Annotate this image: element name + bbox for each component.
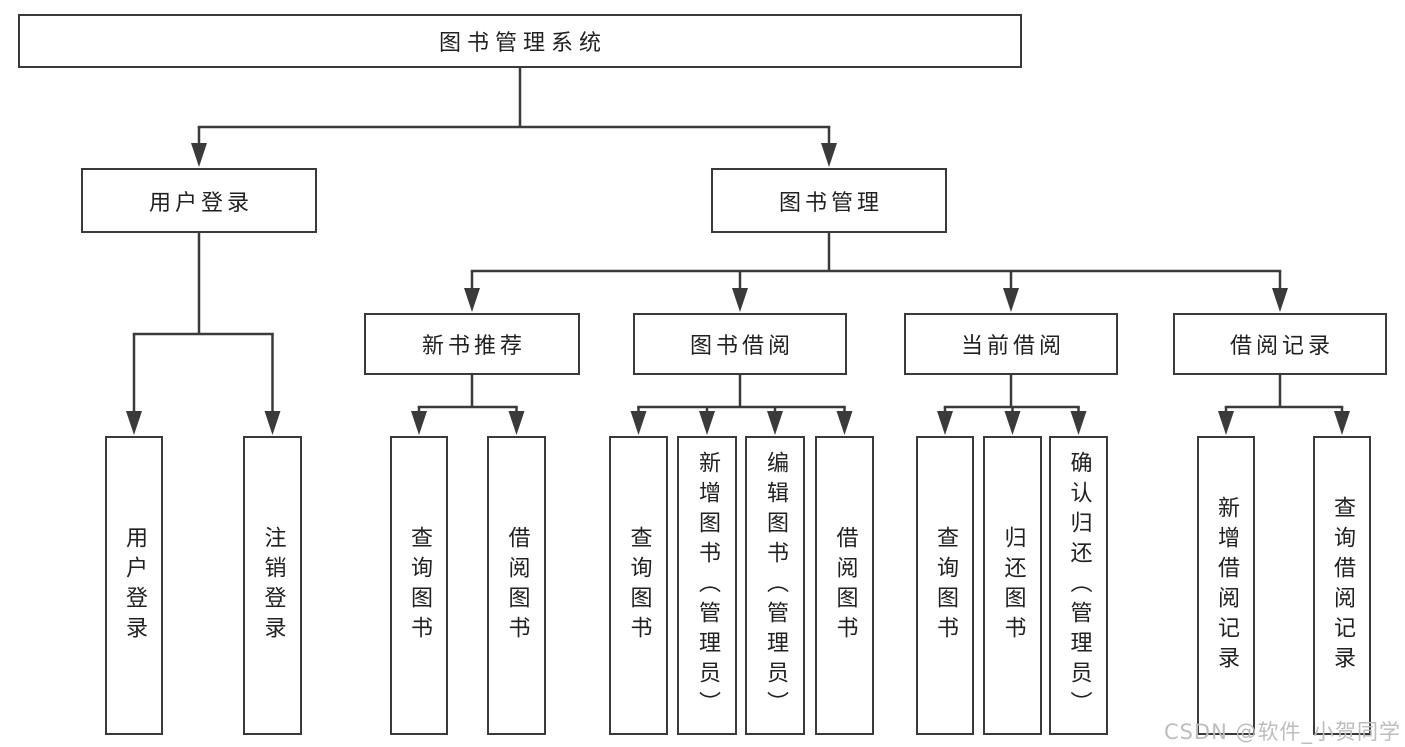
leaf-add-borrow-record: 新增借阅记录 [1197,436,1255,735]
node-book-management-label: 图书管理 [778,190,883,216]
leaf-return-book: 归还图书 [983,436,1042,735]
node-user-login-label: 用户登录 [148,190,253,216]
leaf-label: 查询图书 [626,525,652,646]
node-book-management: 图书管理 [711,168,947,233]
leaf-user-login: 用户登录 [105,436,163,735]
leaf-label: 借阅图书 [504,525,530,646]
leaf-query-books-current: 查询图书 [916,436,974,735]
leaf-logout-label: 注销登录 [260,525,286,646]
leaf-user-login-label: 用户登录 [122,525,147,646]
node-user-login: 用户登录 [81,168,317,233]
leaf-query-borrow-record: 查询借阅记录 [1313,436,1371,735]
leaf-borrow-book: 借阅图书 [815,436,874,735]
node-root-library-system: 图书管理系统 [18,14,1022,68]
csdn-watermark: CSDN @软件_小贺同学 [1163,720,1401,744]
leaf-label: 查询图书 [407,525,432,646]
node-current-borrow: 当前借阅 [904,313,1118,375]
node-book-borrow-label: 图书借阅 [689,334,794,359]
leaf-edit-book-admin: 编辑图书（管理员） [745,436,805,735]
node-root-label: 图书管理系统 [438,31,607,56]
leaf-label: 查询图书 [933,525,958,646]
leaf-query-books-recommend: 查询图书 [390,436,448,735]
leaf-logout: 注销登录 [243,436,302,735]
leaf-label: 确认归还（管理员） [1066,450,1092,721]
node-current-borrow-label: 当前借阅 [960,334,1065,359]
leaf-add-book-admin: 新增图书（管理员） [677,436,737,735]
leaf-label: 新增借阅记录 [1214,495,1239,676]
node-borrow-records: 借阅记录 [1173,313,1387,375]
leaf-label: 归还图书 [1000,525,1026,646]
leaf-confirm-return-admin: 确认归还（管理员） [1049,436,1108,735]
leaf-label: 借阅图书 [832,525,858,646]
node-new-book-recommend-label: 新书推荐 [421,334,526,359]
node-new-book-recommend: 新书推荐 [364,313,580,375]
leaf-label: 查询借阅记录 [1330,495,1355,676]
leaf-borrow-books-recommend: 借阅图书 [487,436,546,735]
leaf-label: 编辑图书（管理员） [763,450,788,721]
node-book-borrow: 图书借阅 [633,313,847,375]
leaf-label: 新增图书（管理员） [695,450,720,721]
node-borrow-records-label: 借阅记录 [1229,334,1334,359]
leaf-query-books-borrow: 查询图书 [609,436,668,735]
